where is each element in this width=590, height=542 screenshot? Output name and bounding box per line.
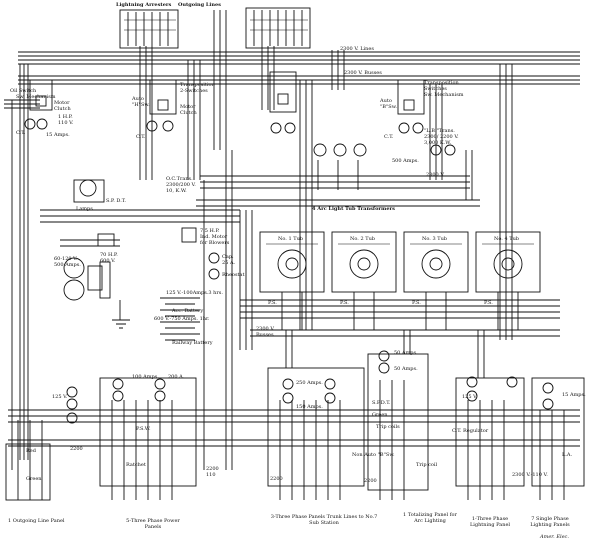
label-tripcoils: Trip coils (376, 424, 400, 430)
label-outgoing-lines: Outgoing Lines (178, 2, 221, 8)
label-2200-mid: 2200 (206, 466, 219, 472)
label-auto-right: Auto (380, 98, 392, 104)
label-15-amps-right: 15 Amps. (562, 392, 586, 398)
label-acc-battery: Acc. Battery (172, 308, 204, 314)
label-non-auto: Non Auto "B"Sw. (352, 452, 395, 458)
label-sp-dt: S.P. D.T. (106, 198, 126, 204)
label-2300-busses: 2300 V. Busses (344, 70, 382, 76)
label-gen1: 60-120 V. (54, 256, 78, 262)
label-ct-left: C.T. (16, 130, 26, 136)
label-tub-4: No. 4 Tub (494, 236, 520, 242)
label-green-1: Green (26, 476, 42, 482)
label-motor-left: Motor (54, 100, 70, 106)
label-600v: 600 V.-750 Amps. 1hr. (154, 316, 210, 322)
label-125v-left: 125 V. (52, 394, 68, 400)
arrester-block-left (119, 9, 179, 49)
panel-title-4: 1 Totalizing Panel for Arc Lighting (403, 512, 457, 524)
label-motor-hp: 7.5 H.P. (200, 228, 220, 234)
label-lb-volts: 2300/ 2200 V. (424, 134, 459, 140)
label-cap-amps: 25 A. (222, 260, 236, 266)
label-100-amps: 100 Amps. (132, 374, 159, 380)
label-oc-kw: 10, K.W. (166, 188, 187, 194)
label-tub-3: No. 3 Tub (422, 236, 448, 242)
arrester-block-right (245, 7, 311, 49)
label-rheostat: Rheostat (222, 272, 245, 278)
label-ct-mid: C.T. (136, 134, 146, 140)
label-green-2: Green (372, 412, 388, 418)
label-lamps: Lamps (76, 206, 93, 212)
label-ps-1: P.S. (268, 300, 277, 306)
label-50-amps-a: 50 Amps. (394, 350, 418, 356)
label-2200-tot: 2200 (364, 478, 377, 484)
label-auto-mid: Auto (132, 96, 144, 102)
label-150-amps: 150 Amps. (296, 404, 323, 410)
label-cap: Cap. (222, 254, 234, 260)
panel-title-5: 1-Three Phase Lightning Panel (469, 516, 511, 528)
label-2200-left: 2200 (70, 446, 83, 452)
label-lb-trans: "L.B."Trans. (424, 128, 455, 134)
label-gen1b: 500 Amps. (54, 262, 81, 268)
label-switches-right: Switches (424, 86, 447, 92)
credit: Amer. Elec. (540, 534, 569, 540)
label-ratchet: Ratchet (126, 462, 146, 468)
label-motor-kind: Ind. Motor (200, 234, 228, 240)
label-200-a: 200 A. (168, 374, 185, 380)
label-oc-trans: O.C.Trans. (166, 176, 193, 182)
label-ld: L.A. (562, 452, 573, 458)
label-ps-4: P.S. (484, 300, 493, 306)
label-tub-2: No. 2 Tub (350, 236, 376, 242)
label-transposition-right: Transposition (424, 80, 459, 86)
label-transformers-busses: Busses (256, 332, 274, 338)
label-15-amps-left: 15 Amps. (46, 132, 70, 138)
label-dc-amps: 125 V.-100Amps.3 hrs. (166, 290, 223, 296)
label-110v: 110 V. (58, 120, 74, 126)
label-transposition-mid: Transposition (180, 82, 215, 88)
label-ps-3: P.S. (412, 300, 421, 306)
label-transformers-2300v: 2300 V. (256, 326, 275, 332)
label-motor-for: for Blowers (200, 240, 230, 246)
label-2300-lines: 2300 V. Lines (340, 46, 374, 52)
label-psw: P.S.W. (136, 426, 151, 432)
label-ct-right: C.T. (384, 134, 394, 140)
label-2-switches: 2-Switches (180, 88, 208, 94)
label-lightning-arresters: Lightning Arresters (116, 2, 172, 8)
label-motor-mid: Motor (180, 104, 196, 110)
label-ps-2: P.S. (340, 300, 349, 306)
label-transformers-heading: 4 Arc Light Tub Transformers (312, 206, 395, 212)
label-2200-trunk: 2200 (270, 476, 283, 482)
label-2300v-right: 2300 V. (426, 172, 445, 178)
tub-group (259, 231, 541, 293)
label-clutch-left: Clutch (54, 106, 71, 112)
panel-title-6: 7 Single Phase Lighting Panels (530, 516, 570, 528)
label-oil-switch: Oil Switch (10, 88, 37, 94)
label-500-amps: 500 Amps. (392, 158, 419, 164)
label-oc-volts: 2300/200 V. (166, 182, 196, 188)
panel-title-1: 1 Outgoing Line Panel (8, 518, 65, 524)
label-2300v-110v: 2300 V.-110 V. (512, 472, 548, 478)
panel-title-3: 3-Three Phase Panels Trunk Lines to No.7… (270, 514, 378, 526)
label-railway-battery: Railway Battery (172, 340, 213, 346)
label-clutch-mid: Clutch (180, 110, 197, 116)
label-h-sw: "H"Sw. (132, 102, 150, 108)
label-ctr: C.T. Regulator (452, 428, 489, 434)
label-lb-kw: 3,000 K.W. (424, 140, 452, 146)
label-b-sw: "B"Sw. (380, 104, 397, 110)
label-sw-mechanism-left: Sw. Mechanism (16, 94, 56, 100)
label-250-amps: 250 Amps. (296, 380, 323, 386)
label-125v-right: 125 V. (462, 394, 478, 400)
label-gen2: 70 H.P. (100, 252, 118, 258)
label-1hp: 1 H.P. (58, 114, 73, 120)
label-sw-mechanism-right: Sw. Mechanism (424, 92, 464, 98)
panel-title-2: 5-Three Phase Power Panels (126, 518, 180, 530)
label-110-mid: 110 (206, 472, 216, 478)
label-red-1: Red (26, 448, 36, 454)
label-50-amps-b: 50 Amps. (394, 366, 418, 372)
label-s-pdt: S.P.D.T. (372, 400, 391, 406)
label-trip-coil: Trip coil (416, 462, 438, 468)
label-gen2b: 600 V. (100, 258, 116, 264)
label-tub-1: No. 1 Tub (278, 236, 304, 242)
